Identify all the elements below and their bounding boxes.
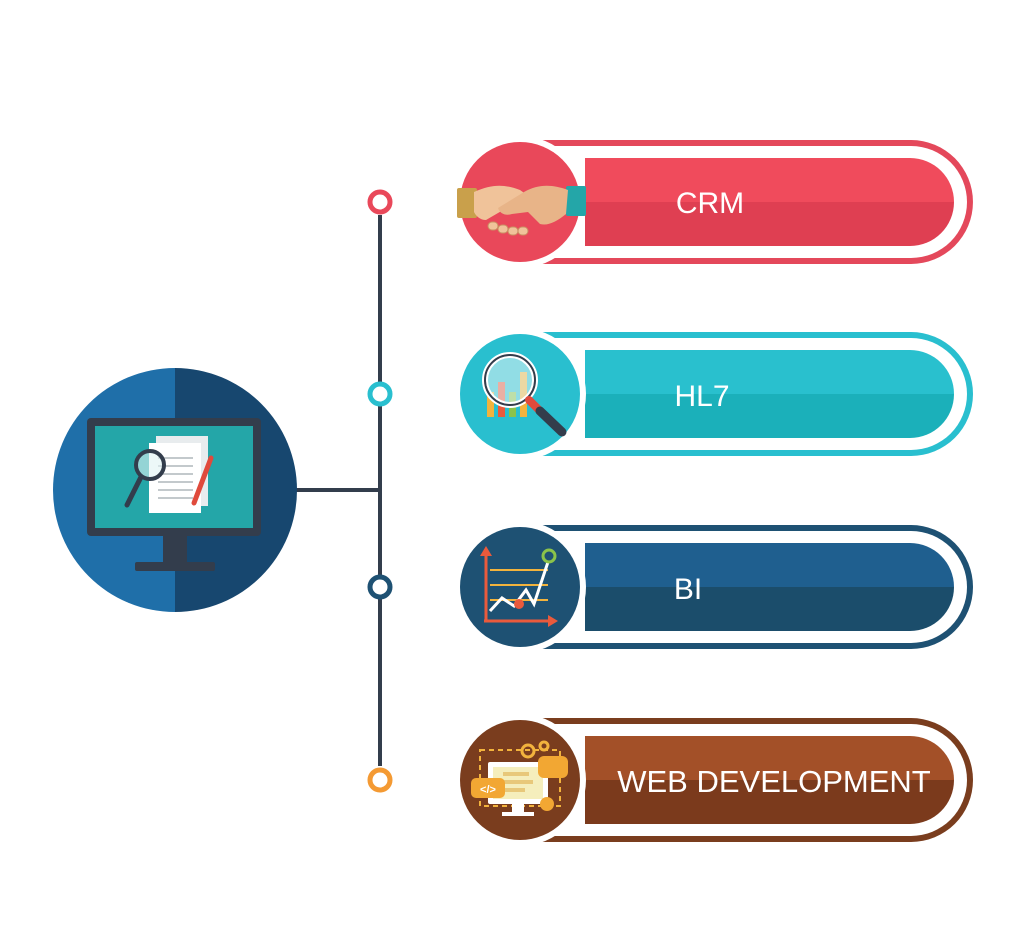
connector-dot-crm (367, 189, 393, 215)
monitor-document-search-icon (87, 418, 261, 571)
connector-dot-web (367, 767, 393, 793)
item-label-bi: BI (674, 573, 702, 606)
item-hl7: HL7 (454, 328, 973, 460)
icon-circle-bi (460, 527, 580, 647)
item-bi: BI (454, 521, 973, 653)
handshake-icon (457, 185, 586, 236)
hub-node (53, 368, 297, 612)
item-label-hl7: HL7 (674, 380, 729, 413)
connector-dots (367, 189, 393, 793)
item-label-web-development: WEB DEVELOPMENT (617, 764, 931, 799)
trend-chart-icon (480, 546, 558, 627)
item-crm: CRM (454, 136, 973, 268)
connector-dot-hl7 (367, 381, 393, 407)
connector-lines (296, 215, 382, 766)
magnifier-chart-icon (482, 352, 567, 437)
web-dev-monitor-icon: </> (471, 740, 568, 816)
svg-text:</>: </> (480, 784, 496, 796)
item-label-crm: CRM (676, 187, 744, 220)
item-web-development: </> WEB DEVELOPMENT (454, 714, 973, 846)
connector-dot-bi (367, 574, 393, 600)
